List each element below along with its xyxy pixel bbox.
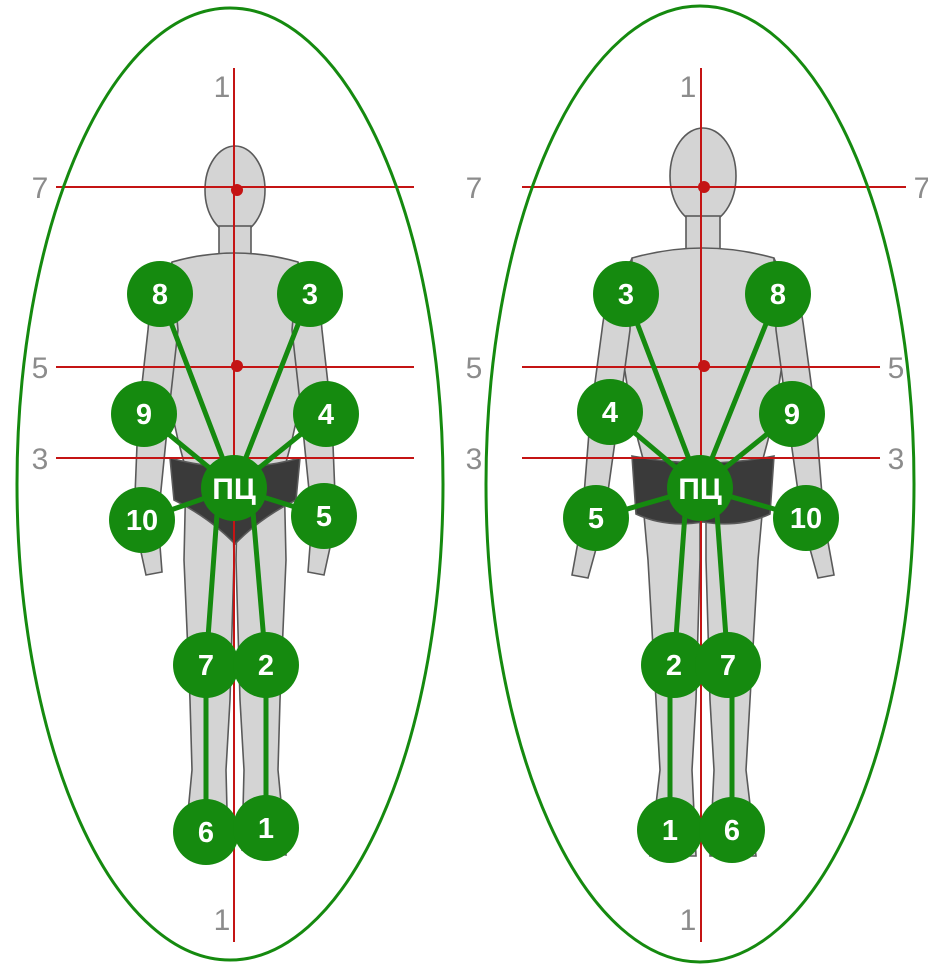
back-node-1 <box>637 797 703 863</box>
back-head <box>669 127 737 225</box>
back-axis-label-top: 1 <box>680 71 697 104</box>
front-node-10-label: 10 <box>126 505 158 537</box>
front-node-4 <box>293 381 359 447</box>
back-label-5-left: 5 <box>466 352 483 385</box>
front-node-8-label: 8 <box>152 279 168 311</box>
back-neck <box>685 215 721 253</box>
back-node-5-label: 5 <box>588 503 604 535</box>
back-label-3-right: 3 <box>888 443 905 476</box>
front-node-7 <box>173 632 239 698</box>
back-axis-label-bottom: 1 <box>680 904 697 937</box>
back-label-3-left: 3 <box>466 443 483 476</box>
front-view: 1 1 7 5 3 8 3 9 4 <box>15 6 445 962</box>
back-node-7 <box>695 632 761 698</box>
back-node-4-label: 4 <box>602 397 618 429</box>
back-nodes: 3 8 4 9 5 10 2 7 1 6 ПЦ <box>563 261 839 863</box>
back-point-5 <box>698 360 710 372</box>
back-node-6-label: 6 <box>724 815 740 847</box>
back-connector-8 <box>697 291 781 491</box>
back-node-2 <box>641 632 707 698</box>
back-node-6 <box>699 797 765 863</box>
back-node-10-label: 10 <box>790 503 822 535</box>
back-node-center-label: ПЦ <box>678 473 722 506</box>
front-node-9-label: 9 <box>136 399 152 431</box>
front-connector-3 <box>231 291 313 491</box>
back-view: 1 1 7 7 5 5 3 3 3 8 4 <box>466 4 928 964</box>
front-node-1-label: 1 <box>258 813 274 845</box>
front-label-5: 5 <box>32 352 49 385</box>
back-label-7-left: 7 <box>466 172 483 205</box>
back-node-1-label: 1 <box>662 815 678 847</box>
front-node-3 <box>277 261 343 327</box>
back-node-8-label: 8 <box>770 279 786 311</box>
back-label-5-right: 5 <box>888 352 905 385</box>
front-node-10 <box>109 487 175 553</box>
front-axis-label-bottom: 1 <box>214 904 231 937</box>
front-label-7: 7 <box>32 172 49 205</box>
front-node-6 <box>173 799 239 865</box>
back-node-7-label: 7 <box>720 650 736 682</box>
front-node-center-label: ПЦ <box>212 473 256 506</box>
front-label-3: 3 <box>32 443 49 476</box>
front-node-5-label: 5 <box>316 501 332 533</box>
back-label-7-right: 7 <box>914 172 928 205</box>
front-node-8 <box>127 261 193 327</box>
front-node-2-label: 2 <box>258 650 274 682</box>
front-connector-8 <box>157 291 237 491</box>
front-nodes: 8 3 9 4 10 5 7 2 6 1 ПЦ <box>109 261 359 865</box>
back-node-4 <box>577 379 643 445</box>
front-node-5 <box>291 483 357 549</box>
back-point-7 <box>698 181 710 193</box>
back-node-3 <box>593 261 659 327</box>
front-point-7 <box>231 184 243 196</box>
back-node-5 <box>563 485 629 551</box>
back-node-center <box>667 455 733 521</box>
front-node-2 <box>233 632 299 698</box>
front-node-7-label: 7 <box>198 650 214 682</box>
front-node-9 <box>111 381 177 447</box>
front-ellipse <box>15 6 445 962</box>
back-node-3-label: 3 <box>618 279 634 311</box>
back-node-9 <box>759 381 825 447</box>
back-node-10 <box>773 485 839 551</box>
back-node-8 <box>745 261 811 327</box>
front-node-1 <box>233 795 299 861</box>
front-node-4-label: 4 <box>318 399 334 431</box>
front-node-3-label: 3 <box>302 279 318 311</box>
front-node-6-label: 6 <box>198 817 214 849</box>
back-connector-3 <box>623 291 703 491</box>
back-node-9-label: 9 <box>784 399 800 431</box>
back-node-2-label: 2 <box>666 650 682 682</box>
back-ellipse <box>484 4 916 964</box>
front-axis-label-top: 1 <box>214 71 231 104</box>
front-point-5 <box>231 360 243 372</box>
front-node-center <box>201 455 267 521</box>
